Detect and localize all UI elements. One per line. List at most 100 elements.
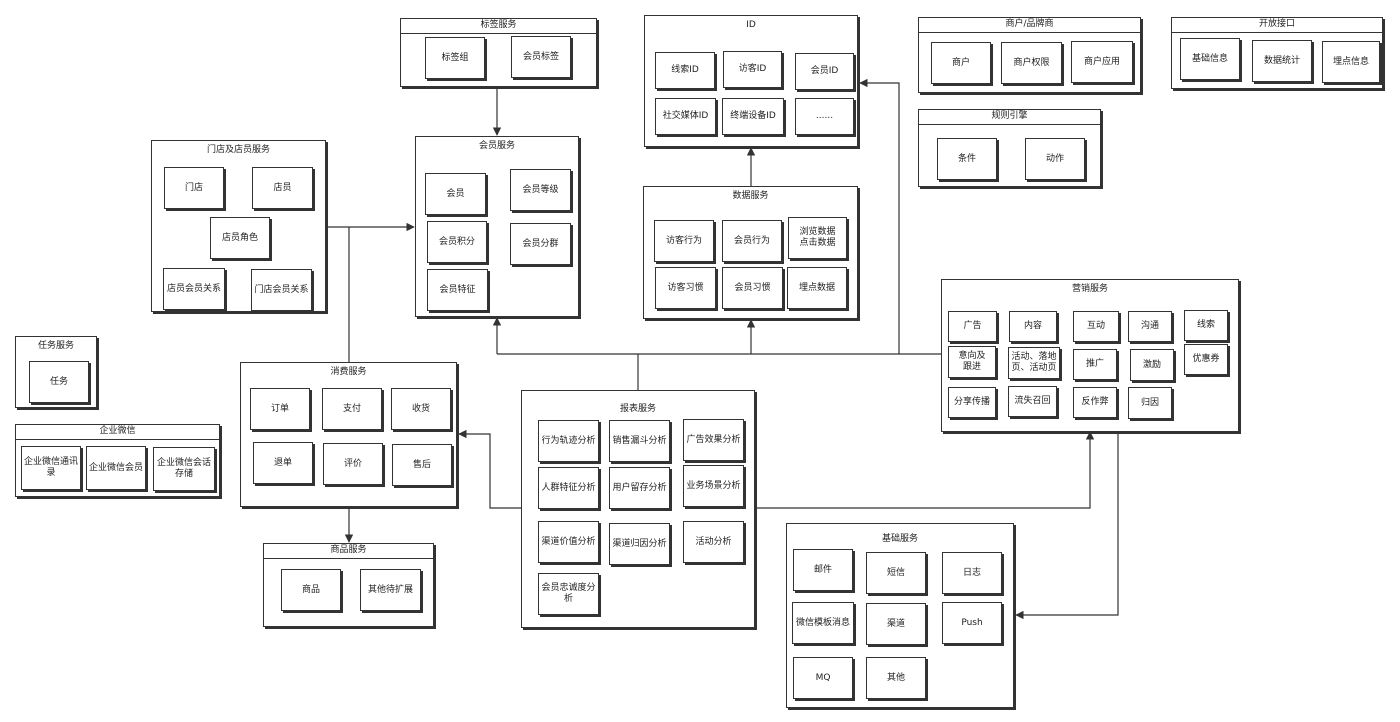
open-api-group: 开放接口 基础信息 数据统计 埋点信息: [1171, 17, 1383, 89]
rule-engine-title: 规则引擎: [919, 111, 1100, 125]
consume-service-group: 消费服务 订单 支付 收货 退单 评价 售后: [240, 362, 457, 507]
review-box: 评价: [323, 443, 383, 485]
member-habit-box: 会员习惯: [722, 267, 783, 309]
order-box: 订单: [250, 388, 310, 430]
tracking-data-box: 埋点数据: [787, 267, 847, 309]
trajectory-analysis-box: 行为轨迹分析: [538, 420, 599, 462]
crowd-feature-analysis-box: 人群特征分析: [538, 467, 599, 509]
rule-engine-group: 规则引擎 条件 动作: [918, 109, 1101, 187]
ad-box: 广告: [948, 311, 997, 342]
data-stats-box: 数据统计: [1252, 40, 1312, 82]
member-segment-box: 会员分群: [510, 223, 571, 265]
tag-group-box: 标签组: [425, 37, 485, 79]
merchant-app-box: 商户应用: [1071, 41, 1133, 83]
social-id-box: 社交媒体ID: [655, 98, 716, 135]
visitor-id-box: 访客ID: [723, 51, 782, 88]
after-sales-box: 售后: [392, 444, 452, 486]
data-service-title: 数据服务: [732, 191, 769, 201]
ad-effect-analysis-box: 广告效果分析: [683, 419, 744, 461]
activity-landing-page-box: 活动、落地 页、活动页: [1008, 347, 1060, 379]
edge-report-to-consume: [458, 429, 521, 509]
id-title: ID: [746, 20, 756, 30]
clerk-role-box: 店员角色: [210, 217, 270, 259]
marketing-service-title: 营销服务: [1071, 284, 1108, 294]
coupon-box: 优惠券: [1184, 344, 1228, 375]
store-service-title: 门店及店员服务: [206, 145, 270, 155]
goods-box: 商品: [281, 569, 341, 611]
wechat-template-msg-box: 微信模板消息: [792, 602, 854, 644]
visitor-habit-box: 访客习惯: [655, 267, 716, 309]
open-api-title: 开放接口: [1172, 19, 1382, 33]
goods-service-group: 商品服务 商品 其他待扩展: [263, 543, 434, 627]
data-service-group: 数据服务 访客行为 会员行为 浏览数据 点击数据 访客习惯 会员习惯 埋点数据: [643, 186, 858, 319]
anti-fraud-box: 反作弊: [1073, 387, 1117, 418]
wecom-member-box: 企业微信会员: [86, 446, 146, 490]
store-service-group: 门店及店员服务 门店 店员 店员角色 店员会员关系 门店会员关系: [151, 140, 326, 312]
mail-box: 邮件: [793, 549, 853, 591]
goods-service-title: 商品服务: [264, 545, 433, 559]
consume-service-title: 消费服务: [330, 367, 367, 377]
device-id-box: 终端设备ID: [722, 98, 784, 135]
wecom-title: 企业微信: [16, 426, 219, 440]
clerk-member-relation-box: 店员会员关系: [163, 268, 225, 310]
receipt-box: 收货: [391, 388, 451, 430]
condition-box: 条件: [937, 138, 997, 180]
base-service-title: 基础服务: [881, 534, 918, 544]
member-level-box: 会员等级: [510, 169, 571, 211]
scenario-analysis-box: 业务场景分析: [683, 465, 744, 507]
merchant-box: 商户: [931, 42, 991, 84]
clerk-box: 店员: [252, 167, 313, 209]
member-id-box: 会员ID: [795, 53, 854, 90]
payment-box: 支付: [322, 388, 382, 430]
member-points-box: 会员积分: [427, 221, 487, 263]
incentive-box: 激励: [1130, 349, 1174, 381]
merchant-title: 商户/品牌商: [919, 19, 1140, 33]
edge-bus-to-id: [859, 78, 900, 354]
other-box: 其他: [866, 657, 926, 699]
tracking-info-box: 埋点信息: [1322, 41, 1380, 83]
edge-marketing-to-base: [1015, 432, 1119, 620]
churn-recall-box: 流失召回: [1008, 386, 1057, 417]
tag-service-title: 标签服务: [401, 20, 596, 34]
member-behavior-box: 会员行为: [722, 220, 782, 262]
merchant-permission-box: 商户权限: [1001, 42, 1062, 84]
channel-box: 渠道: [866, 603, 926, 645]
merchant-group: 商户/品牌商 商户 商户权限 商户应用: [918, 17, 1141, 93]
refund-box: 退单: [253, 442, 313, 484]
task-service-group: 任务服务 任务: [15, 336, 97, 408]
content-box: 内容: [1009, 311, 1057, 342]
edge-report-to-marketing: [755, 431, 1095, 509]
activity-analysis-box: 活动分析: [683, 521, 744, 563]
task-service-title: 任务服务: [37, 341, 74, 351]
intention-followup-box: 意向及 跟进: [948, 346, 996, 378]
log-box: 日志: [942, 552, 1002, 594]
wecom-group: 企业微信 企业微信通讯 录 企业微信会员 企业微信会话 存储: [15, 424, 220, 497]
attribution-box: 归因: [1128, 387, 1172, 419]
report-service-title: 报表服务: [619, 404, 656, 414]
visitor-behavior-box: 访客行为: [654, 220, 714, 262]
channel-attribution-analysis-box: 渠道归因分析: [609, 523, 670, 565]
marketing-service-group: 营销服务 广告 内容 互动 沟通 线索 意向及 跟进 活动、落地 页、活动页 推…: [941, 279, 1239, 432]
base-service-group: 基础服务 邮件 短信 日志 微信模板消息 渠道 Push MQ 其他: [786, 523, 1014, 708]
mq-box: MQ: [793, 657, 853, 699]
loyalty-analysis-box: 会员忠诚度分 析: [538, 573, 599, 615]
tag-service-group: 标签服务 标签组 会员标签: [400, 18, 597, 87]
browse-click-data-box: 浏览数据 点击数据: [788, 217, 847, 259]
member-service-group: 会员服务 会员 会员等级 会员积分 会员分群 会员特征: [415, 136, 579, 317]
communication-box: 沟通: [1128, 311, 1172, 342]
task-box: 任务: [29, 361, 89, 403]
action-box: 动作: [1025, 138, 1085, 180]
promotion-box: 推广: [1073, 349, 1117, 380]
more-id-box: ......: [795, 98, 854, 135]
report-service-group: 报表服务 行为轨迹分析 销售漏斗分析 广告效果分析 人群特征分析 用户留存分析 …: [521, 390, 755, 628]
lead-id-box: 线索ID: [655, 52, 715, 89]
member-service-title: 会员服务: [478, 141, 515, 151]
interaction-box: 互动: [1073, 311, 1119, 342]
wecom-contacts-box: 企业微信通讯 录: [21, 446, 81, 490]
member-tag-box: 会员标签: [511, 36, 571, 78]
extension-box: 其他待扩展: [360, 569, 421, 611]
sms-box: 短信: [866, 552, 926, 594]
retention-analysis-box: 用户留存分析: [609, 467, 670, 509]
push-box: Push: [942, 602, 1002, 644]
id-group: ID 线索ID 访客ID 会员ID 社交媒体ID 终端设备ID ......: [644, 15, 858, 147]
